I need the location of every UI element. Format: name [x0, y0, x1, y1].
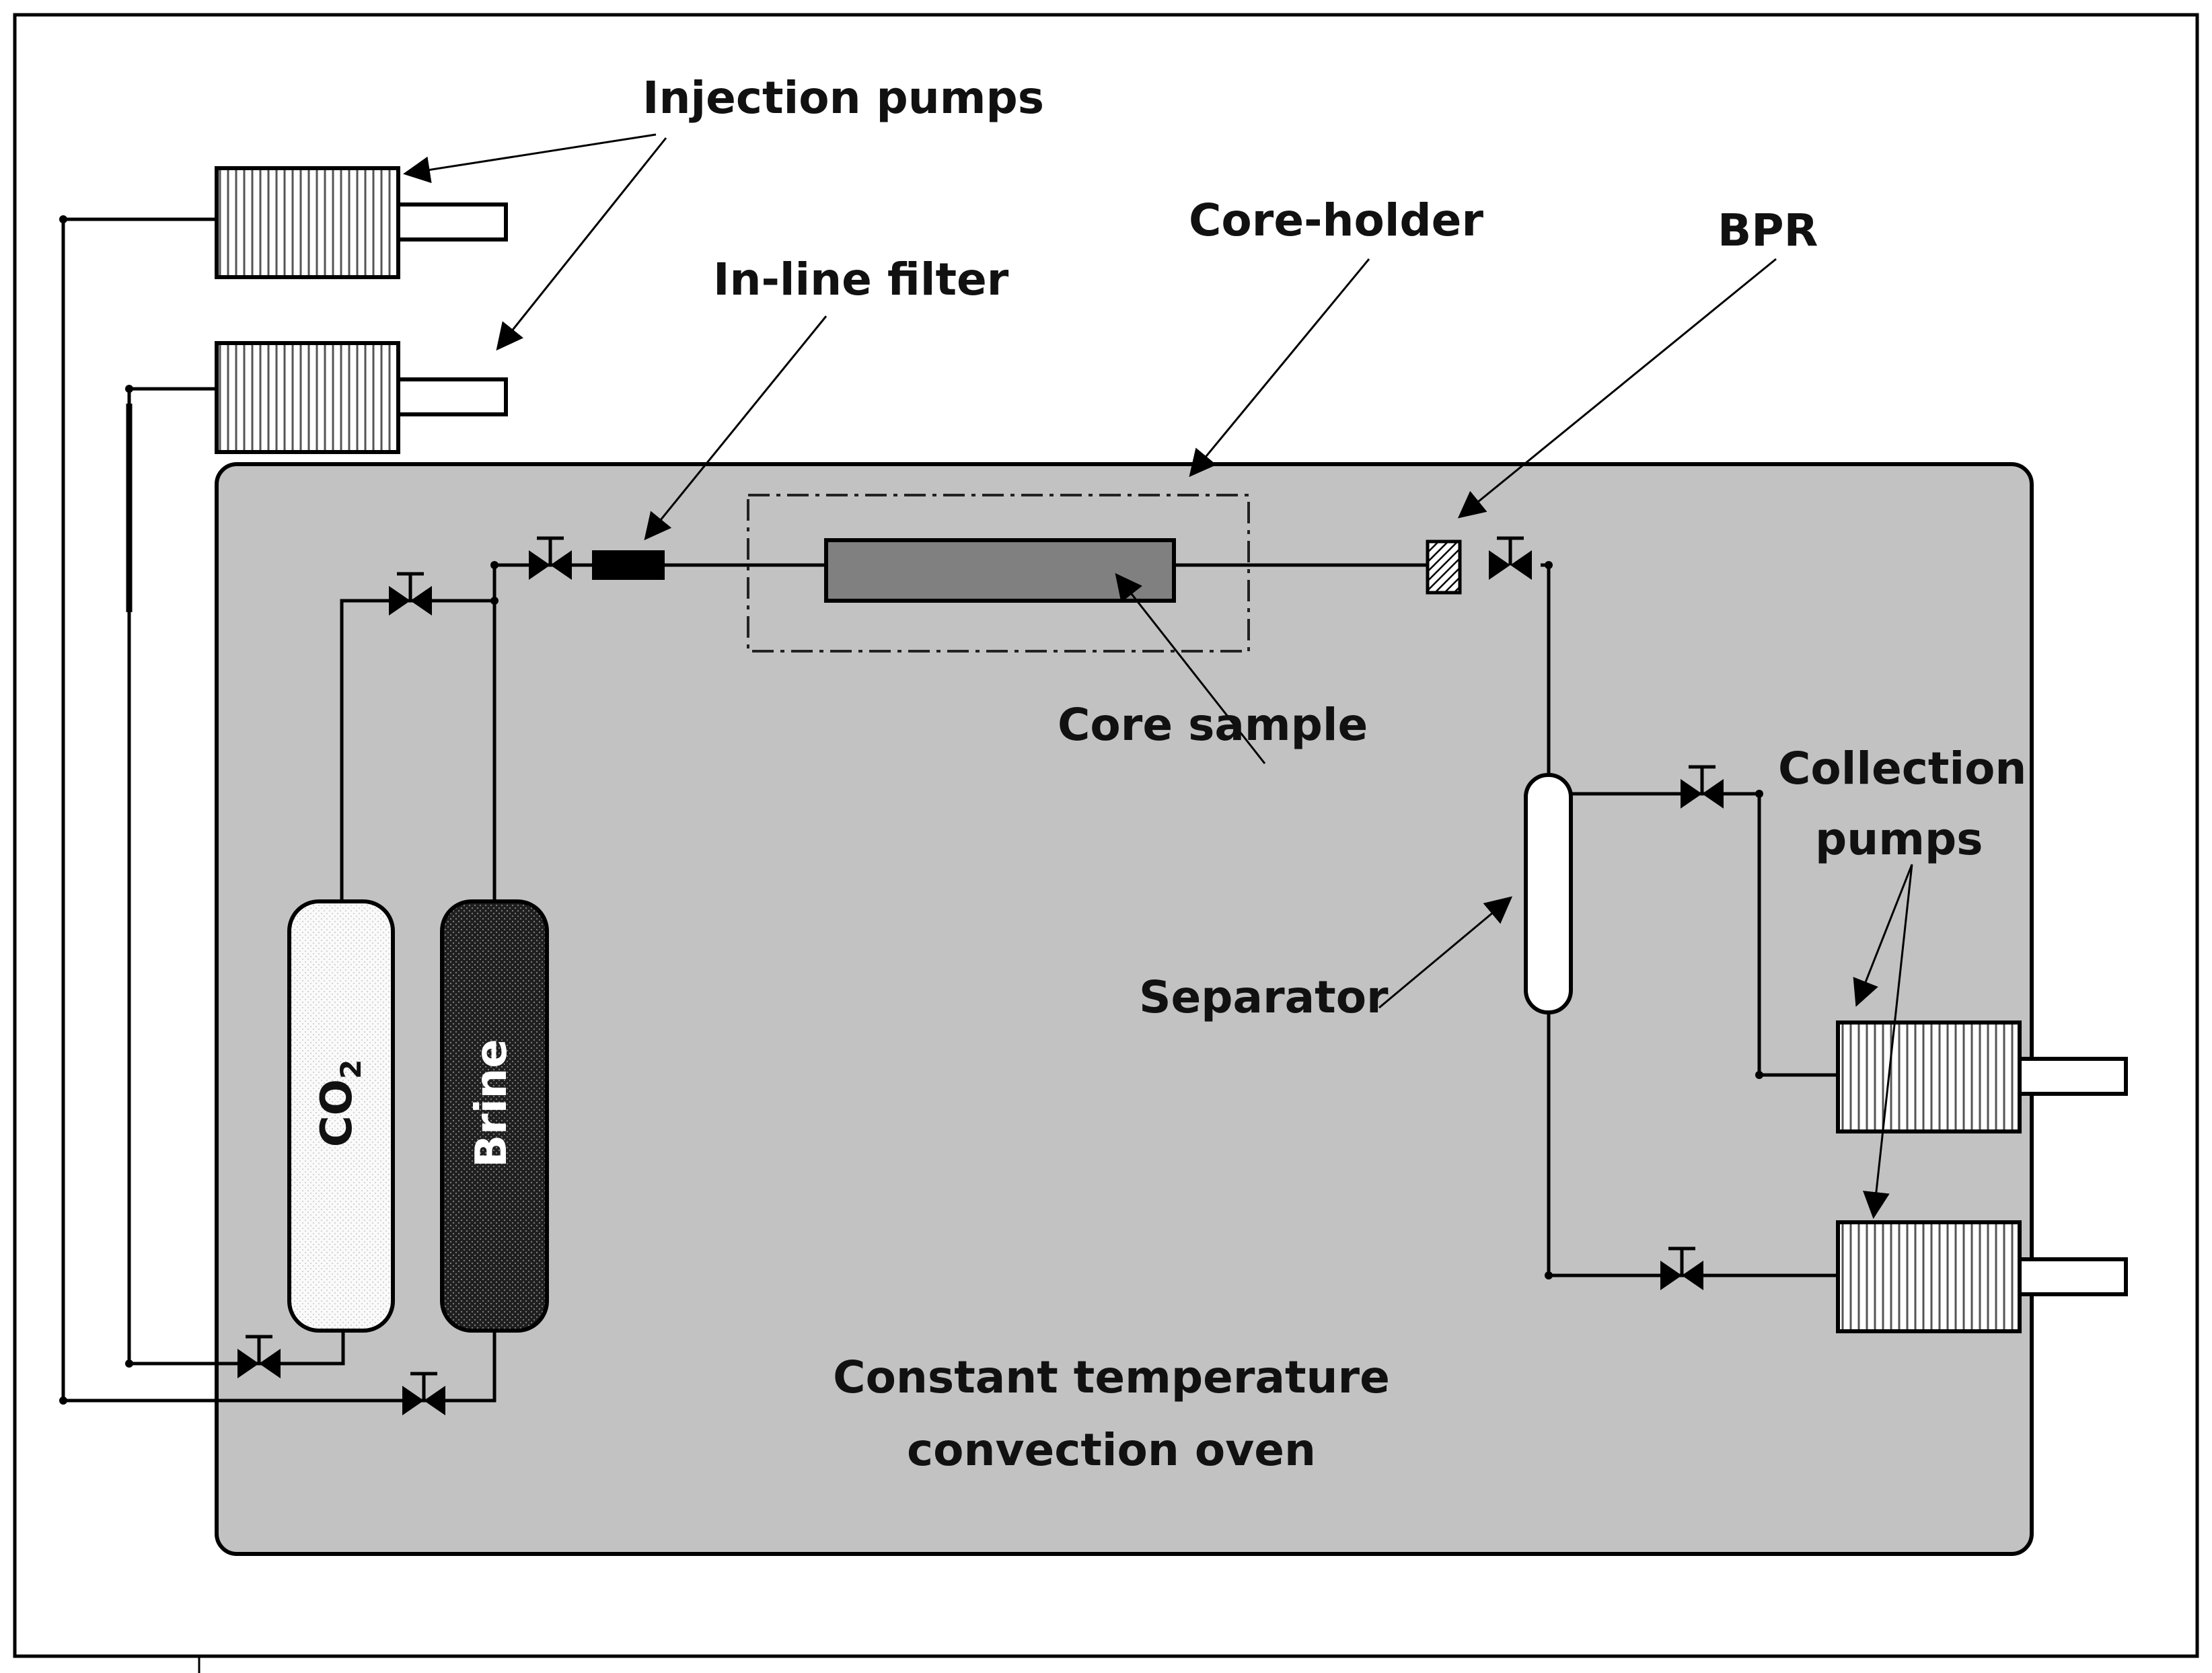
- label-brine: Brine: [467, 1039, 517, 1167]
- label-co2: CO2: [312, 1059, 367, 1148]
- label-bpr: BPR: [1718, 205, 1818, 256]
- separator-vessel: [1524, 773, 1573, 1014]
- label-injection-pumps: Injection pumps: [642, 72, 1044, 124]
- junction-dots: [59, 215, 1763, 1405]
- label-separator: Separator: [1139, 971, 1389, 1023]
- injection-pump-1: [215, 166, 508, 279]
- label-collection-pumps-line2: pumps: [1815, 813, 1983, 865]
- core-sample: [824, 538, 1176, 603]
- label-oven-line1: Constant temperature: [833, 1351, 1390, 1403]
- label-core-holder: Core-holder: [1189, 194, 1483, 246]
- collection-pump-1: [1836, 1020, 2128, 1133]
- bpr-device: [1426, 540, 1462, 595]
- inline-filter: [592, 550, 665, 580]
- label-core-sample: Core sample: [1058, 699, 1368, 751]
- label-inline-filter: In-line filter: [713, 254, 1009, 305]
- injection-pump-2: [215, 341, 508, 454]
- label-collection-pumps-line1: Collection: [1778, 743, 2026, 794]
- pointer-arrows: [403, 133, 1913, 1219]
- label-oven-line2: convection oven: [907, 1424, 1316, 1476]
- co2-cylinder: [287, 899, 395, 1333]
- convection-oven: [215, 462, 2034, 1556]
- core-holder: [747, 494, 1250, 653]
- brine-cylinder: [440, 899, 549, 1333]
- collection-pump-2: [1836, 1220, 2128, 1333]
